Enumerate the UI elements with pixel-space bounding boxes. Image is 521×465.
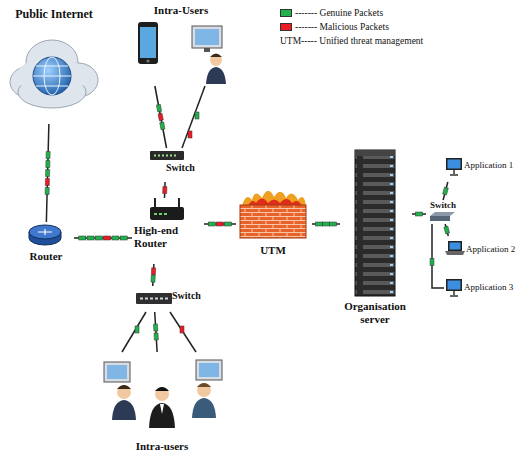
packet [330,222,337,226]
packet [46,151,50,158]
legend-note: UTM----- Unified threat management [280,36,423,46]
user-group-node: Intra-users [96,352,230,458]
node-label: Switch [172,290,212,302]
packet [46,160,50,167]
legend-swatch [280,23,292,31]
monitor-icon [446,279,462,296]
packet [46,169,50,176]
user-group-node: Intra-Users [126,4,238,86]
legend-row: ------- Genuine Packets [280,6,389,20]
packet [151,268,155,275]
router-node: Router [20,222,74,266]
user-workstation-icon [104,362,136,420]
network-link [46,124,49,222]
packet [79,236,86,240]
legend-swatch [280,9,292,17]
application-node: Application 3 [444,274,521,302]
legend-row: ------- Malicious Packets [280,20,389,34]
packet [154,333,158,340]
network-link [443,182,448,200]
network-link [432,224,444,288]
packet [323,222,330,226]
packet [95,236,102,240]
pc-user-icon [192,26,226,84]
laptop-icon [445,241,465,255]
node-label: UTM [236,244,310,257]
packet [163,186,167,193]
packet [120,236,127,240]
cloud-node: Public Internet [6,6,104,124]
wire [122,312,146,352]
firewall-icon [240,191,306,238]
high-end-router-icon [150,198,184,220]
legend-text: ------- Malicious Packets [295,22,389,32]
user-workstation-icon [192,360,222,418]
packet [153,324,157,331]
node-label: Router [20,250,72,263]
packet [151,275,155,282]
packet [443,187,449,195]
node-label: High-end Router [134,224,196,249]
packet-layer [45,104,449,340]
packet [430,259,434,266]
firewall-node: UTM [236,188,312,262]
wire [170,312,196,352]
packet [104,236,111,240]
packet [45,178,49,185]
packet [416,212,423,216]
node-label: Application 2 [466,244,519,254]
node-label: Switch [166,162,206,174]
packet [87,236,94,240]
node-label: Application 1 [464,160,519,170]
user-icon [149,387,175,428]
node-label: Application 3 [464,282,519,292]
cloud-icon [10,40,98,108]
node-label: Switch [426,200,460,210]
server-rack-icon [355,150,395,296]
packet [209,222,216,226]
switch-icon [430,212,455,221]
switch-icon [136,293,172,304]
node-label: Intra-users [96,440,228,453]
packet [225,222,232,226]
packet [158,113,163,121]
node-label: Public Internet [6,8,102,22]
switch-icon [150,151,184,160]
application-node: Application 1 [444,154,521,182]
node-label: Intra-Users [126,4,236,17]
wire [122,86,205,352]
server-node: Organisation server [340,146,412,336]
switch-node: Switch [148,148,208,182]
monitor-icon [446,158,462,175]
wire [182,86,205,148]
application-node: Application 2 [444,236,521,264]
switch-node: Switch [132,286,214,312]
legend-text: ------- Genuine Packets [295,8,383,18]
router-node: High-end Router [132,198,204,264]
packet [45,187,49,194]
packet [217,222,224,226]
router-icon [29,225,61,245]
network-link [155,86,167,148]
packet [156,104,161,112]
node-label: Organisation server [340,300,410,325]
legend: ------- Genuine Packets ------- Malicious… [280,6,389,34]
packet [316,222,323,226]
switch-node: Switch [426,200,462,224]
phone-icon [138,22,158,64]
packet [444,226,450,234]
packet [112,236,119,240]
packet [160,122,165,130]
network-link [155,312,157,352]
